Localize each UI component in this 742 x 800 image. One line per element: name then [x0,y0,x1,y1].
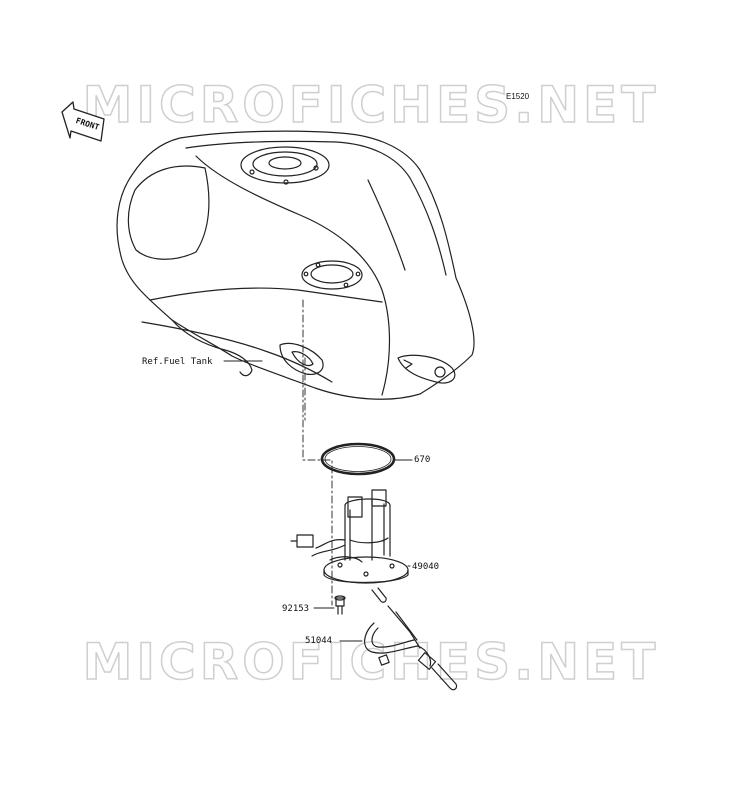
fuel-pump-assembly [290,489,409,603]
bolt-part [334,595,346,615]
part-label-92153: 92153 [282,604,310,614]
front-arrow-icon: FRONT [61,101,105,142]
fuel-tank [116,130,475,400]
watermark-bottom: MICROFICHES.NET [82,632,660,692]
fuel-hose-part [364,605,458,691]
o-ring-part [320,442,396,476]
diagram-code: E1520 [506,92,530,101]
part-label-670: 670 [414,455,431,465]
center-lines [302,299,333,606]
part-label-51044: 51044 [305,636,333,646]
watermark-top: MICROFICHES.NET [82,75,660,135]
part-label-49040: 49040 [412,562,440,572]
reference-label: Ref.Fuel Tank [142,357,213,367]
